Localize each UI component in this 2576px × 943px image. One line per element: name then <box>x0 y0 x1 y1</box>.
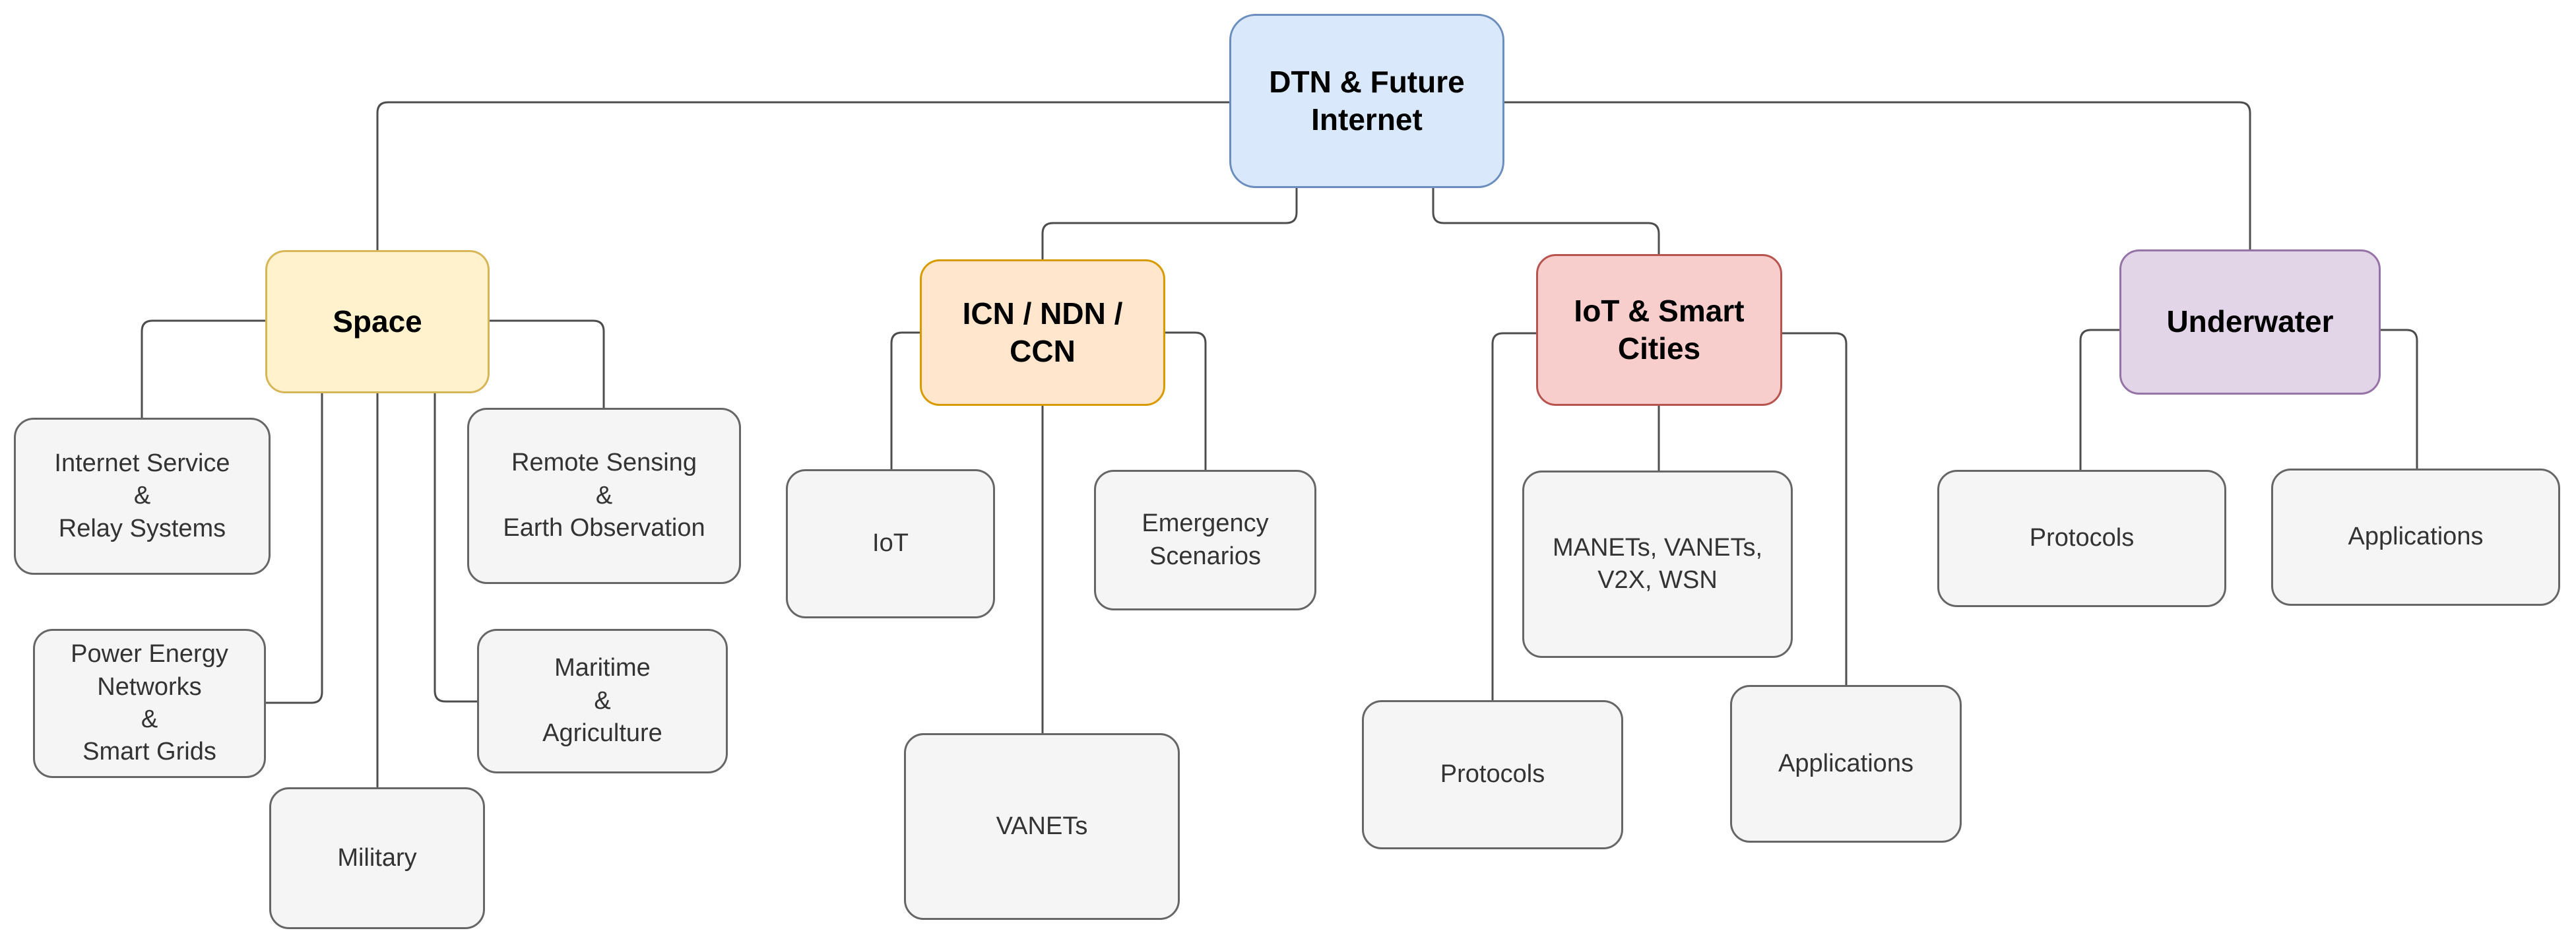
edge-root-underwater <box>1503 101 2251 251</box>
edge-icn-emergency <box>1164 331 1207 471</box>
node-maritime-agriculture: Maritime & Agriculture <box>477 629 728 773</box>
edge-space-internet-service <box>141 319 267 419</box>
node-icn-ndn-ccn: ICN / NDN / CCN <box>920 259 1165 406</box>
edge-underwater-protocols <box>2079 329 2121 471</box>
edge-space-maritime <box>434 392 478 703</box>
node-power-energy-networks-smart-grids: Power Energy Networks & Smart Grids <box>33 629 266 778</box>
node-underwater-protocols: Protocols <box>1937 470 2226 607</box>
node-root-dtn-future-internet: DTN & Future Internet <box>1229 14 1504 188</box>
edge-space-remote-sensing <box>488 319 605 409</box>
node-underwater: Underwater <box>2119 249 2381 395</box>
node-vanets: VANETs <box>904 733 1180 920</box>
edge-root-space <box>376 101 1231 251</box>
node-iot-applications: Applications <box>1730 685 1962 843</box>
node-iot-smart-cities: IoT & Smart Cities <box>1536 254 1782 406</box>
node-manets-vanets-v2x-wsn: MANETs, VANETs, V2X, WSN <box>1522 471 1793 658</box>
node-military: Military <box>269 787 485 929</box>
node-emergency-scenarios: Emergency Scenarios <box>1094 470 1316 610</box>
node-iot: IoT <box>786 469 995 618</box>
edge-underwater-applications <box>2379 329 2418 470</box>
edge-root-icn <box>1041 187 1298 261</box>
node-space: Space <box>265 250 490 393</box>
node-internet-service-relay-systems: Internet Service & Relay Systems <box>14 418 271 575</box>
edge-root-iot-smart-cities <box>1432 187 1660 255</box>
node-remote-sensing-earth-observation: Remote Sensing & Earth Observation <box>467 408 741 584</box>
edge-iotsc-applications <box>1781 332 1848 686</box>
edge-space-power-energy <box>265 392 323 704</box>
node-underwater-applications: Applications <box>2271 469 2560 606</box>
node-iot-protocols: Protocols <box>1362 700 1623 849</box>
edge-icn-iot <box>890 331 921 471</box>
edge-iotsc-protocols <box>1491 332 1537 701</box>
